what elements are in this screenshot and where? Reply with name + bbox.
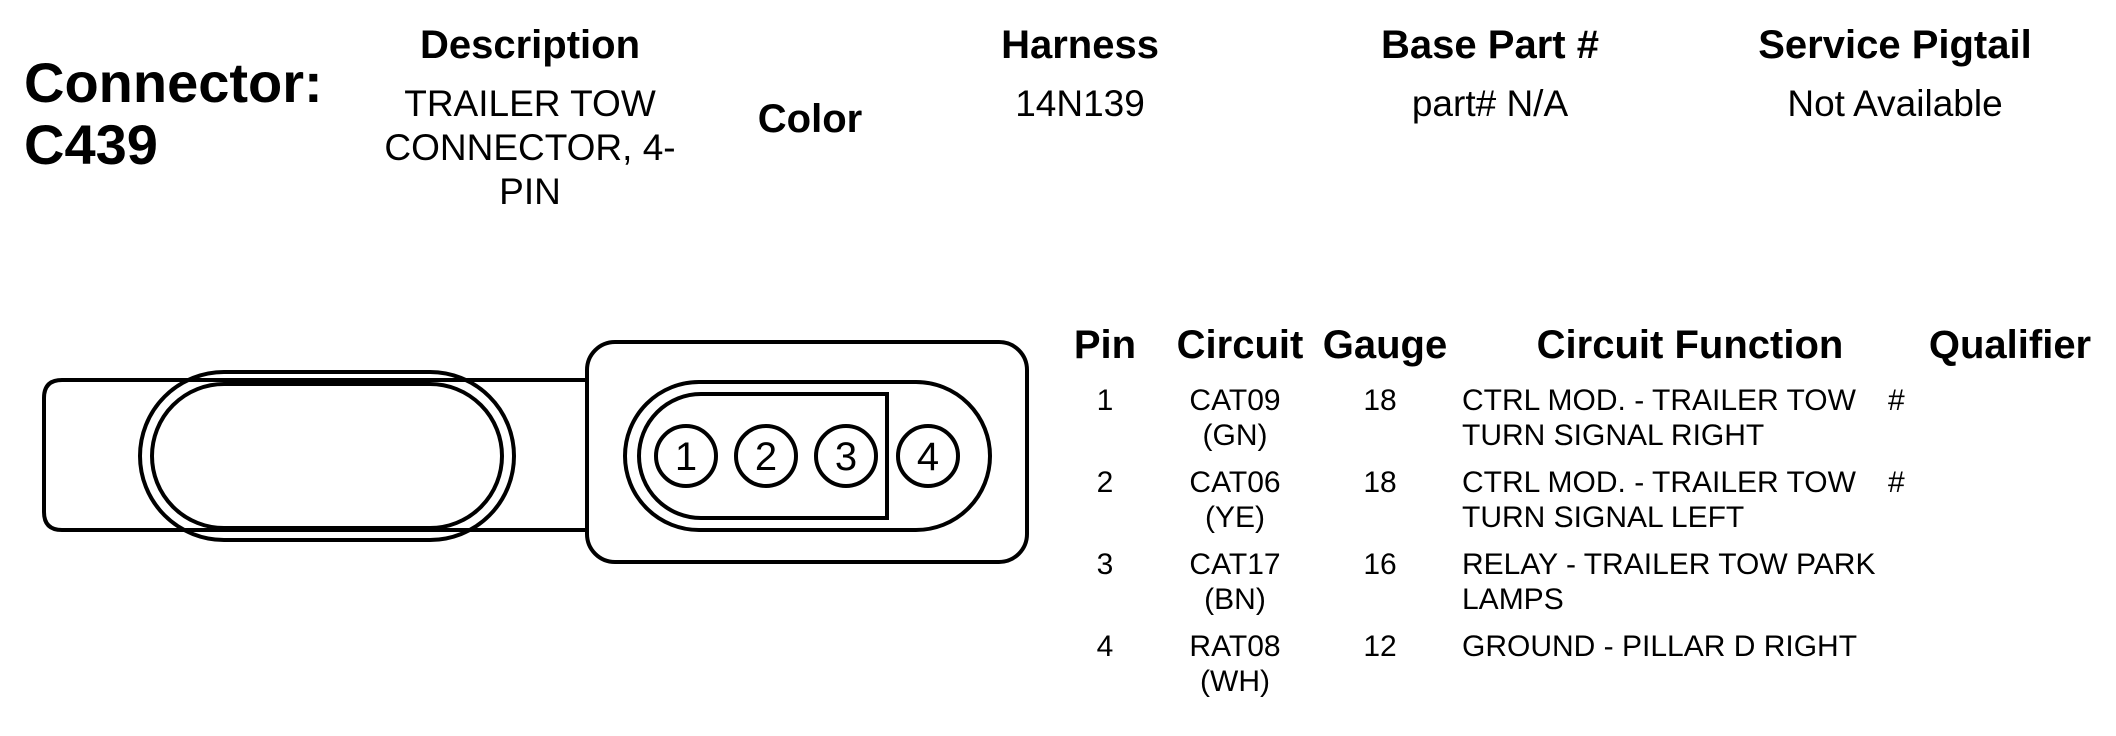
row-gauge: 16 bbox=[1363, 548, 1397, 581]
pin-3-label: 3 bbox=[835, 435, 857, 479]
row-wire-color: (YE) bbox=[1205, 501, 1265, 534]
base-part-header: Base Part # bbox=[1381, 23, 1599, 67]
pin-4-circle bbox=[896, 424, 960, 488]
row-pin: 1 bbox=[1096, 384, 1114, 417]
pin-1-label: 1 bbox=[675, 435, 697, 479]
row-wire-color: (GN) bbox=[1202, 419, 1268, 452]
row-function: RELAY - TRAILER TOW PARK bbox=[1462, 548, 1876, 581]
row-circuit: RAT08 bbox=[1189, 630, 1281, 663]
row-gauge: 18 bbox=[1363, 466, 1397, 499]
row-function: CTRL MOD. - TRAILER TOW bbox=[1462, 466, 1856, 499]
latch-slot-outer bbox=[138, 370, 516, 542]
connector-title: Connector: C439 bbox=[24, 52, 323, 176]
harness-value: 14N139 bbox=[1015, 83, 1145, 124]
table-header-circuit: Circuit bbox=[1176, 323, 1304, 367]
description-header: Description bbox=[419, 23, 641, 67]
row-circuit: CAT09 bbox=[1189, 384, 1281, 417]
connector-id: C439 bbox=[24, 113, 158, 176]
row-pin: 3 bbox=[1096, 548, 1114, 581]
row-gauge: 18 bbox=[1363, 384, 1397, 417]
row-qualifier: # bbox=[1888, 384, 1905, 417]
pin-2-label: 2 bbox=[755, 435, 777, 479]
table-header-gauge: Gauge bbox=[1322, 323, 1448, 367]
row-circuit: CAT17 bbox=[1189, 548, 1281, 581]
row-function: CTRL MOD. - TRAILER TOW bbox=[1462, 384, 1856, 417]
pin-4-label: 4 bbox=[917, 435, 939, 479]
row-function: GROUND - PILLAR D RIGHT bbox=[1462, 630, 1858, 663]
pin-2-circle bbox=[734, 424, 798, 488]
row-wire-color: (WH) bbox=[1200, 665, 1270, 698]
pin-cavity-inner bbox=[637, 392, 889, 520]
table-header-qualifier: Qualifier bbox=[1928, 323, 2092, 367]
service-pigtail-header: Service Pigtail bbox=[1758, 23, 2032, 67]
row-gauge: 12 bbox=[1363, 630, 1397, 663]
connector-face-diagram: 1 2 3 4 bbox=[42, 340, 1029, 564]
row-circuit: CAT06 bbox=[1189, 466, 1281, 499]
color-header: Color bbox=[757, 97, 863, 141]
row-function-cont: TURN SIGNAL LEFT bbox=[1462, 501, 1745, 534]
table-header-circuit-function: Circuit Function bbox=[1536, 323, 1844, 367]
service-pigtail-value: Not Available bbox=[1787, 83, 2003, 124]
connector-label: Connector: bbox=[24, 51, 323, 114]
pin-3-circle bbox=[814, 424, 878, 488]
description-value: TRAILER TOW CONNECTOR, 4-PIN bbox=[384, 83, 676, 212]
row-pin: 4 bbox=[1096, 630, 1114, 663]
table-header-pin: Pin bbox=[1073, 323, 1137, 367]
row-qualifier: # bbox=[1888, 466, 1905, 499]
base-part-value: part# N/A bbox=[1411, 83, 1569, 124]
pin-1-circle bbox=[654, 424, 718, 488]
row-wire-color: (BN) bbox=[1204, 583, 1266, 616]
pin-cavity-outer bbox=[623, 380, 992, 532]
row-pin: 2 bbox=[1096, 466, 1114, 499]
row-function-cont: LAMPS bbox=[1462, 583, 1564, 616]
latch-slot-inner bbox=[150, 382, 504, 530]
harness-header: Harness bbox=[1001, 23, 1159, 67]
row-function-cont: TURN SIGNAL RIGHT bbox=[1462, 419, 1765, 452]
